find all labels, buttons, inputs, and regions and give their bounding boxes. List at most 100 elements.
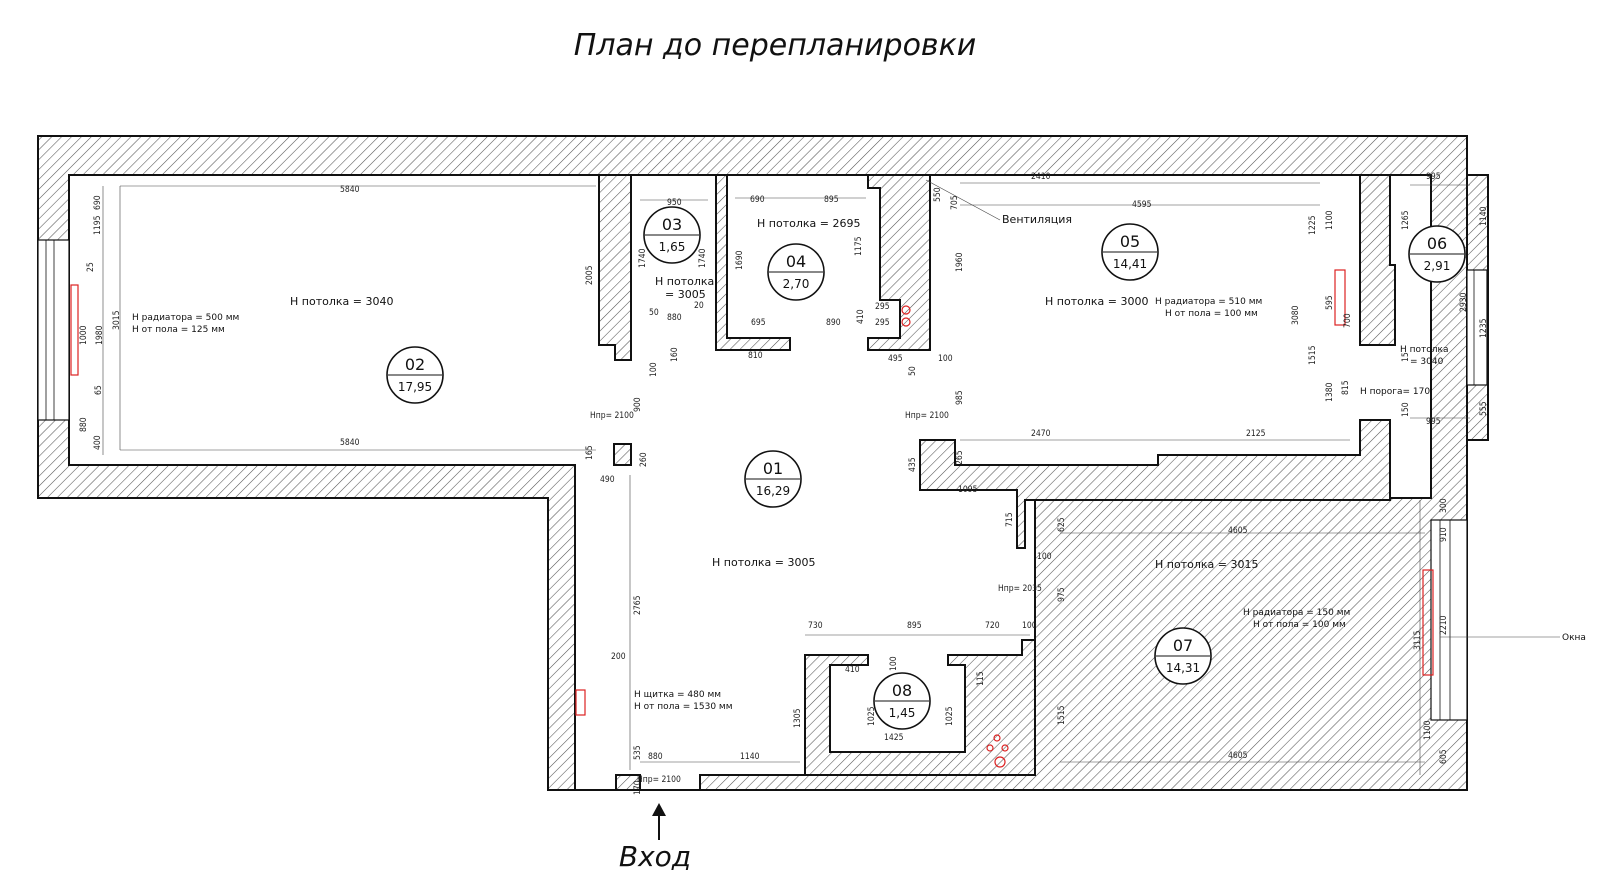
- dimension: 495: [888, 354, 903, 364]
- dimension: 1265: [1401, 210, 1411, 230]
- room-area: 2,70: [783, 277, 810, 291]
- room-area: 1,65: [659, 240, 686, 254]
- dimension: 4605: [1228, 751, 1248, 761]
- radiator-05: [1334, 269, 1346, 326]
- room-marker-03: 03 1,65: [643, 206, 701, 264]
- dimension: 1100: [1423, 720, 1433, 740]
- dimension: 1740: [638, 248, 648, 268]
- dimension: 880: [79, 417, 89, 432]
- door-height: Нпр= 2100: [637, 775, 681, 785]
- dimension: 1305: [793, 708, 803, 728]
- dimension: 1175: [854, 236, 864, 256]
- ceiling-height-04: Н потолка = 2695: [757, 217, 860, 230]
- room-area: 14,41: [1113, 257, 1147, 271]
- room-area: 16,29: [756, 484, 790, 498]
- room-marker-06: 06 2,91: [1408, 225, 1466, 283]
- entrance-arrow-icon: [652, 803, 666, 840]
- dimension: 100: [1022, 621, 1037, 631]
- room-labels: Н потолка = 3040 Н потолка = 3005 Н пото…: [132, 213, 1586, 785]
- dimension: 880: [648, 752, 663, 762]
- radiator-note-07: Н радиатора = 150 мм: [1243, 608, 1350, 618]
- dimension: 555: [1479, 401, 1489, 416]
- dimension: 695: [751, 318, 766, 328]
- radiator-note-02: Н радиатора = 500 мм: [132, 313, 239, 323]
- dimension: 605: [1439, 749, 1449, 764]
- dimension: 690: [93, 195, 103, 210]
- ceiling-height-01: Н потолка = 3005: [712, 556, 815, 569]
- ceiling-height-02: Н потолка = 3040: [290, 295, 393, 308]
- window-label: Окна: [1562, 633, 1586, 643]
- dimension: 950: [667, 198, 682, 208]
- room-number: 08: [892, 681, 912, 700]
- room-marker-02: 02 17,95: [386, 346, 444, 404]
- room-number: 05: [1120, 232, 1140, 251]
- ventilation-label: Вентиляция: [1002, 213, 1072, 226]
- dimension: 2930: [1459, 292, 1469, 312]
- dimension: 410: [856, 309, 866, 324]
- dimension: 50: [908, 366, 918, 376]
- dimension: 2410: [1031, 172, 1051, 182]
- window-06: [1466, 269, 1488, 386]
- dimension: 15: [1401, 352, 1411, 362]
- dimension: 5840: [340, 438, 360, 448]
- dimension: 3015: [112, 310, 122, 330]
- window-07: [1430, 519, 1468, 721]
- pipe-icon: [901, 317, 911, 327]
- dimension: 1100: [1325, 210, 1335, 230]
- room-marker-04: 04 2,70: [767, 243, 825, 301]
- dimension: 1380: [1325, 382, 1335, 402]
- pipe-icon: [993, 734, 1001, 742]
- room-number: 01: [763, 459, 783, 478]
- room-number: 06: [1427, 234, 1447, 253]
- dimension: 2765: [633, 595, 643, 615]
- dimension: 880: [667, 313, 682, 323]
- pipe-icon: [994, 756, 1006, 768]
- ceiling-height-06: Н потолка: [1400, 345, 1448, 355]
- dimension: 1195: [93, 215, 103, 235]
- radiator-02: [70, 284, 79, 376]
- dimension: 400: [93, 435, 103, 450]
- dimension: 625: [1057, 517, 1067, 532]
- dimension: 1025: [867, 706, 877, 726]
- room-number: 03: [662, 215, 682, 234]
- wall-04-05: [867, 174, 931, 351]
- dimension: 3080: [1291, 305, 1301, 325]
- dimension: 25: [86, 262, 96, 272]
- dimension: 1515: [1308, 345, 1318, 365]
- dimension: 690: [750, 195, 765, 205]
- dimension: 730: [808, 621, 823, 631]
- panel-note: Н щитка = 480 мм: [634, 690, 721, 700]
- room-area: 1,45: [889, 706, 916, 720]
- dimension: 100: [938, 354, 953, 364]
- dimension: 810: [748, 351, 763, 361]
- wall-05-06: [1359, 174, 1396, 346]
- dimension: 895: [824, 195, 839, 205]
- radiator-note-05: Н радиатора = 510 мм: [1155, 297, 1262, 307]
- dimension: 4595: [1132, 200, 1152, 210]
- dimension: 720: [985, 621, 1000, 631]
- dimension: 115: [976, 671, 986, 686]
- dimension: 410: [845, 665, 860, 675]
- dimension: 2125: [1246, 429, 1266, 439]
- dimension: 1740: [698, 248, 708, 268]
- dimension: 900: [633, 397, 643, 412]
- dimension: 3115: [1413, 630, 1423, 650]
- door-height: Нпр= 2035: [998, 584, 1042, 594]
- dimension: 1690: [735, 250, 745, 270]
- dimension: 295: [875, 302, 890, 312]
- room-markers: 01 16,29 02 17,95 03 1,65 04 2,70 05: [386, 206, 1466, 730]
- dimension: 490: [600, 475, 615, 485]
- dimension: 975: [1057, 587, 1067, 602]
- dimension: 20: [694, 301, 704, 311]
- dimension-texts: 5840 5840 950 50 880 20 490 690 895 695 …: [79, 172, 1489, 795]
- room-marker-07: 07 14,31: [1154, 627, 1212, 685]
- dimension: 1140: [740, 752, 760, 762]
- pipe-icon: [1001, 744, 1009, 752]
- radiator-note-05b: Н от пола = 100 мм: [1165, 309, 1258, 319]
- dimension: 2470: [1031, 429, 1051, 439]
- dimension: 1225: [1308, 215, 1318, 235]
- dimension: 715: [1005, 512, 1015, 527]
- wall-05-07: [919, 419, 1391, 549]
- ceiling-height-07: Н потолка = 3015: [1155, 558, 1258, 571]
